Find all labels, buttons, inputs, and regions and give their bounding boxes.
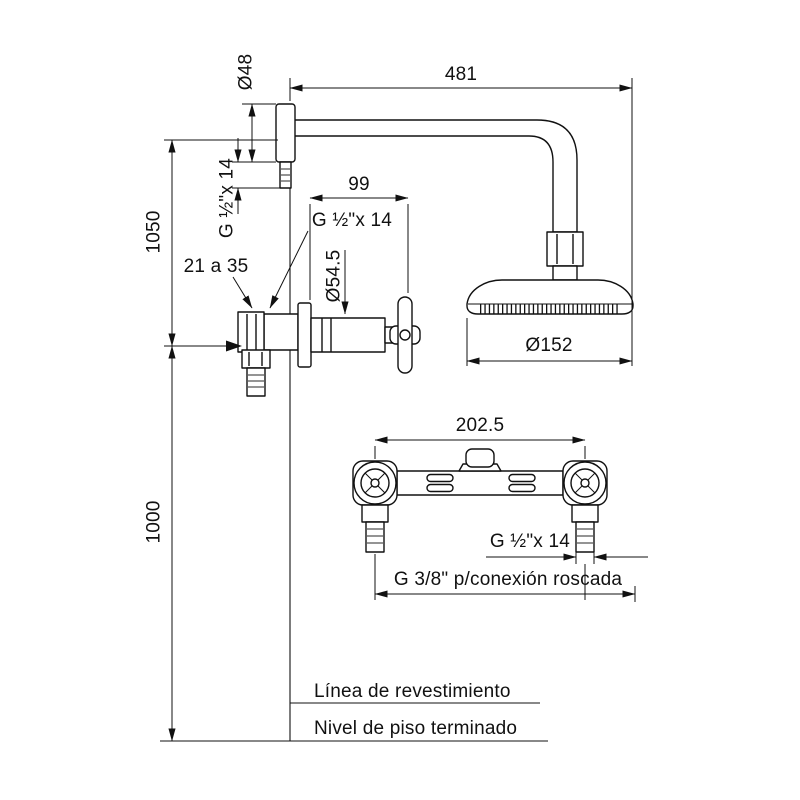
head-connector-nut: [546, 231, 584, 281]
dim-1050: 1050: [144, 139, 278, 347]
center-outlet: [458, 448, 502, 472]
dim-diameter-152: Ø152: [466, 318, 633, 366]
label-nivel-piso: Nivel de piso terminado: [314, 718, 517, 739]
dim-g38-connection: G 3/8" p/conexión roscada: [374, 554, 636, 602]
left-tailpiece: [361, 504, 389, 553]
cross-handle: [389, 296, 421, 374]
reference-lines: [160, 162, 548, 742]
dim-481-label: 481: [445, 64, 477, 85]
g38-label: G 3/8" p/conexión roscada: [394, 569, 623, 590]
label-diameter-545: Ø54.5: [324, 250, 349, 315]
label-range-21-35: 21 a 35: [184, 256, 253, 309]
right-valve: [562, 460, 608, 506]
shower-arm-assembly: [275, 103, 634, 315]
label-g12-valve: G ½"x 14: [269, 210, 392, 309]
dim-481: 481: [289, 64, 633, 366]
left-valve: [352, 460, 398, 506]
body-bar: [396, 470, 564, 496]
dim-1000: 1000: [144, 345, 176, 742]
valve-centerline-reference: [164, 340, 242, 352]
shower-head: [466, 279, 634, 315]
g12-wall-label: G ½"x 14: [217, 158, 238, 238]
wall-thread-stub: [279, 161, 292, 189]
dim-2025: 202.5: [374, 415, 586, 459]
mixer-body-front-view: [352, 448, 608, 553]
inlet-elbow: [237, 311, 299, 353]
valve-trim-sleeve: [310, 317, 386, 353]
diverter-valve-side-view: [237, 296, 421, 397]
mounting-slots: [426, 473, 536, 493]
inlet-tailpiece: [241, 349, 271, 397]
dim-99: 99: [309, 174, 409, 300]
g12-body-label: G ½"x 14: [490, 531, 570, 552]
g12-valve-label: G ½"x 14: [312, 210, 392, 231]
dia-545-label: Ø54.5: [324, 250, 345, 303]
dim-g12-body-thread: G ½"x 14: [486, 531, 648, 564]
label-revestimiento: Línea de revestimiento: [314, 681, 511, 702]
dia-152-label: Ø152: [525, 335, 572, 356]
dim-1050-label: 1050: [144, 210, 165, 253]
range-21-35-label: 21 a 35: [184, 256, 249, 277]
right-tailpiece: [571, 504, 599, 553]
revestimiento-label: Línea de revestimiento: [314, 681, 511, 702]
dim-g12-wall-thread: G ½"x 14: [217, 138, 280, 238]
nivel-piso-label: Nivel de piso terminado: [314, 718, 517, 739]
dim-diameter-48: Ø48: [232, 54, 276, 163]
valve-escutcheon: [297, 302, 312, 368]
dim-d48-label: Ø48: [236, 54, 257, 91]
wall-flange: [275, 103, 296, 163]
dimensions: 481 Ø48 G ½"x 14 1050 1000: [144, 54, 648, 742]
dim-2025-label: 202.5: [456, 415, 505, 436]
dim-99-label: 99: [348, 174, 370, 195]
dim-1000-label: 1000: [144, 500, 165, 543]
